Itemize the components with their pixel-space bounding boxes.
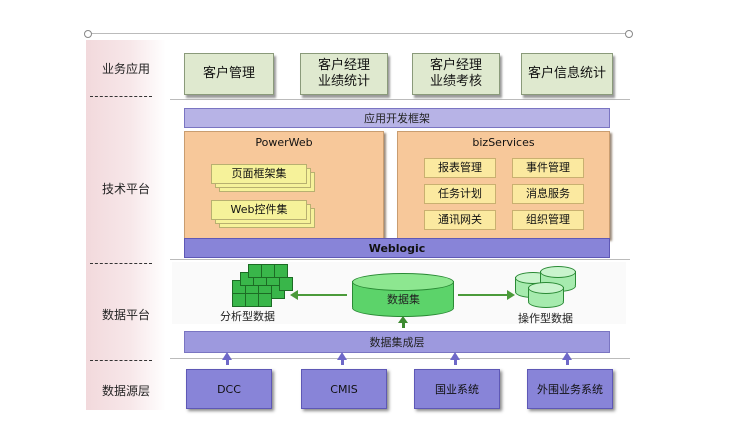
service-comm-gateway: 通讯网关	[424, 210, 496, 230]
source-label: 国业系统	[435, 383, 479, 396]
arrow-up-stem	[341, 359, 344, 365]
source-label: DCC	[217, 382, 241, 396]
service-report-mgmt: 报表管理	[424, 158, 496, 178]
operational-data-label: 操作型数据	[518, 312, 573, 325]
top-rule	[84, 30, 633, 38]
arrow-up-stem	[566, 359, 569, 365]
operational-db-icon	[528, 282, 564, 308]
app-box-customer-info-stats: 客户信息统计	[521, 53, 613, 95]
arrow-up-icon	[450, 352, 460, 360]
arrow-right-icon	[507, 290, 515, 300]
stack-card-web-controls: Web控件集	[211, 200, 307, 220]
section-divider	[170, 259, 630, 260]
source-label: CMIS	[330, 382, 358, 396]
section-divider	[170, 358, 630, 359]
layer-label-business: 业务应用	[101, 62, 150, 76]
app-box-customer-management: 客户管理	[184, 53, 274, 95]
arrow-up-stem	[454, 359, 457, 365]
layer-label-data: 数据平台	[101, 308, 150, 322]
layer-divider	[90, 96, 152, 97]
arrow-left-icon	[290, 290, 298, 300]
arrow-up-icon	[398, 316, 408, 323]
stack-card-label: Web控件集	[230, 203, 288, 216]
app-box-label: 客户信息统计	[527, 66, 606, 81]
source-label: 外围业务系统	[537, 383, 603, 396]
powerweb-title: PowerWeb	[255, 136, 313, 149]
source-guoye-system: 国业系统	[414, 369, 500, 409]
service-message: 消息服务	[512, 184, 584, 204]
stack-card-page-frame: 页面框架集	[211, 164, 307, 184]
arrow-to-operational	[458, 290, 515, 300]
app-framework-label: 应用开发框架	[364, 112, 430, 125]
weblogic-bar: Weblogic	[184, 238, 610, 258]
source-dcc: DCC	[186, 369, 272, 409]
bizservices-panel: bizServices 报表管理 事件管理 任务计划 消息服务 通讯网关 组织管…	[397, 131, 610, 239]
bizservices-title: bizServices	[472, 136, 535, 149]
arrow-up-stem	[402, 323, 405, 328]
arrow-to-analytical	[290, 290, 347, 300]
analytical-data-label: 分析型数据	[220, 310, 275, 323]
dataset-cylinder	[352, 273, 454, 317]
arrow-up-icon	[337, 352, 347, 360]
arrow-up-stem	[226, 359, 229, 365]
integration-layer-bar: 数据集成层	[184, 331, 610, 353]
dataset-label: 数据集	[387, 293, 420, 306]
service-org-mgmt: 组织管理	[512, 210, 584, 230]
powerweb-panel: PowerWeb 页面框架集 Web控件集	[184, 131, 384, 239]
app-box-label: 客户经理	[429, 58, 482, 73]
integration-layer-label: 数据集成层	[369, 336, 425, 349]
section-divider	[170, 99, 630, 100]
layer-divider	[90, 263, 152, 264]
layer-label-source: 数据源层	[101, 384, 150, 398]
layer-divider	[90, 360, 152, 361]
app-box-manager-performance-stats: 客户经理业绩统计	[300, 53, 388, 95]
app-box-manager-performance-review: 客户经理业绩考核	[412, 53, 500, 95]
layer-label-column: 业务应用 技术平台 数据平台 数据源层	[86, 40, 166, 410]
app-framework-bar: 应用开发框架	[184, 108, 610, 128]
app-box-label: 业绩统计	[317, 74, 370, 89]
weblogic-label: Weblogic	[368, 241, 426, 255]
app-box-label: 业绩考核	[429, 74, 482, 89]
handle-dot-icon	[84, 30, 92, 38]
source-peripheral-business-system: 外围业务系统	[527, 369, 613, 409]
source-cmis: CMIS	[301, 369, 387, 409]
arrow-up-icon	[562, 352, 572, 360]
service-task-schedule: 任务计划	[424, 184, 496, 204]
app-box-label: 客户管理	[202, 66, 255, 81]
handle-dot-icon	[625, 30, 633, 38]
layer-label-tech: 技术平台	[101, 182, 150, 196]
app-box-label: 客户经理	[317, 58, 370, 73]
arrow-up-icon	[222, 352, 232, 360]
service-event-mgmt: 事件管理	[512, 158, 584, 178]
stack-card-label: 页面框架集	[231, 167, 287, 180]
